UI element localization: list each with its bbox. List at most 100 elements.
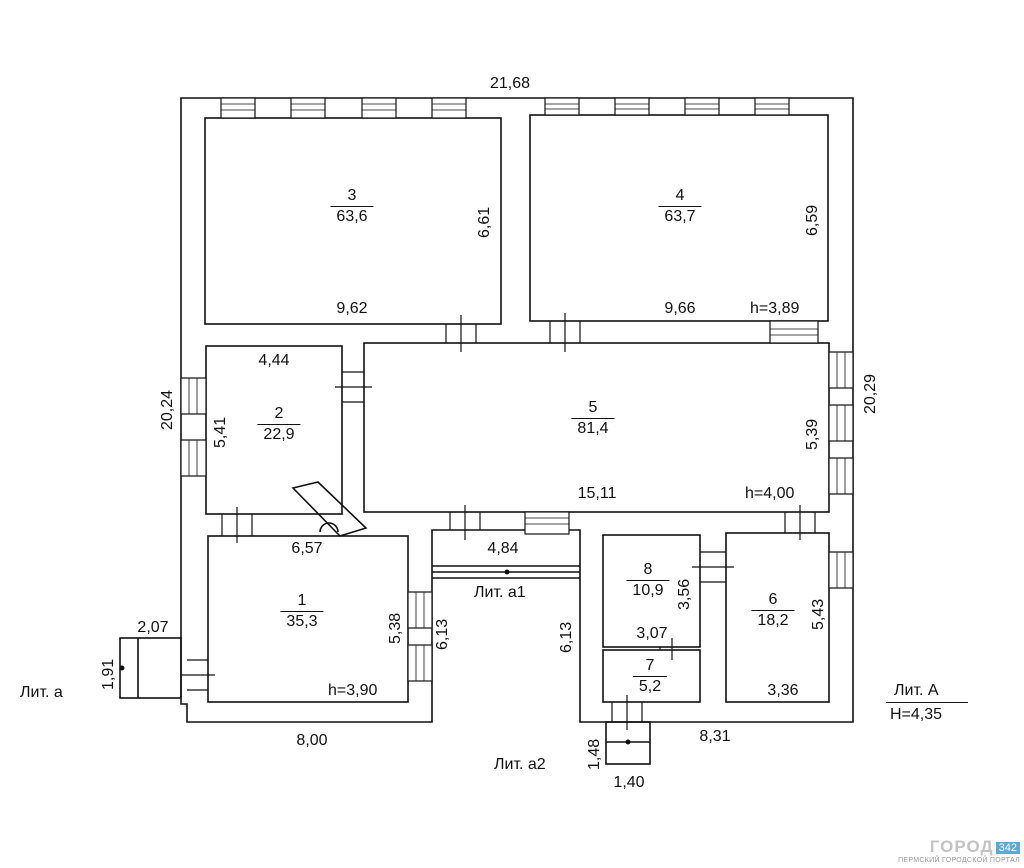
dim-bottom-right: 8,31 (699, 728, 731, 745)
dim-a1-side: 6,13 (558, 621, 575, 653)
room-4-label: 4 63,7 (658, 186, 702, 227)
room-number: 6 (768, 591, 778, 608)
dim-r5-h: h=4,00 (745, 485, 795, 502)
dim-porch-a2-depth: 1,48 (586, 738, 603, 770)
room-area: 10,9 (626, 580, 670, 601)
room-number: 7 (645, 657, 655, 674)
dim-bottom-left: 8,00 (296, 732, 328, 749)
door (449, 505, 481, 540)
room-7-outline (602, 649, 701, 703)
room-8-label: 8 10,9 (626, 560, 670, 601)
room-area: 5,2 (632, 676, 668, 697)
room-4-outline (529, 114, 829, 322)
window (684, 97, 720, 116)
window (180, 377, 207, 415)
dim-r4-h: h=3,89 (750, 300, 800, 317)
door (221, 507, 253, 543)
dim-r2-height: 5,41 (212, 416, 229, 448)
dim-right-length: 20,29 (862, 373, 879, 414)
dim-total-width: 21,68 (489, 75, 531, 92)
dim-r4-width: 9,66 (664, 300, 696, 317)
window (828, 551, 854, 589)
room-number: 5 (588, 399, 598, 416)
watermark-tagline: ПЕРМСКИЙ ГОРОДСКОЙ ПОРТАЛ (898, 857, 1020, 864)
window (828, 404, 854, 442)
dim-porch-a-depth: 1,91 (100, 658, 117, 690)
dim-r4-height: 6,59 (804, 204, 821, 236)
door (335, 371, 372, 403)
dim-r7-width: 3,07 (636, 625, 668, 642)
porch-a2 (605, 721, 651, 765)
room-6-label: 6 18,2 (751, 590, 795, 631)
label-lit-A: Лит. А (894, 682, 939, 699)
window (544, 97, 580, 116)
label-height-A: Н=4,35 (890, 706, 943, 723)
dim-porch-a-width: 2,07 (137, 619, 169, 636)
window (220, 97, 256, 119)
dim-r1-width: 6,57 (291, 540, 323, 557)
door (549, 313, 581, 352)
dim-a1-width: 4,84 (487, 540, 519, 557)
room-number: 3 (347, 187, 357, 204)
room-8-outline (602, 534, 701, 648)
dim-r2-width: 4,44 (258, 352, 290, 369)
window (361, 97, 397, 119)
dim-r3-width: 9,62 (336, 300, 368, 317)
door (659, 638, 673, 660)
room-1-label: 1 35,3 (280, 591, 324, 632)
room-area: 35,3 (280, 611, 324, 632)
door (445, 315, 477, 352)
window (524, 511, 570, 535)
dim-left-length: 20,24 (159, 389, 176, 430)
window (180, 439, 207, 477)
room-3-outline (204, 117, 502, 325)
lit-A-underline (886, 702, 968, 703)
window (290, 97, 326, 119)
dim-r3-height: 6,61 (476, 206, 493, 238)
window (431, 97, 467, 119)
label-lit-a1: Лит. а1 (474, 584, 526, 601)
dim-r1-h: h=3,90 (328, 682, 378, 699)
room-number: 2 (274, 405, 284, 422)
room-area: 81,4 (571, 418, 615, 439)
door (692, 551, 734, 583)
dim-porch-a2-width: 1,40 (613, 774, 645, 791)
window (828, 457, 854, 495)
porch-a (119, 637, 182, 699)
dim-r5-height: 5,39 (804, 418, 821, 450)
dim-r6-height: 5,43 (810, 598, 827, 630)
room-area: 63,7 (658, 206, 702, 227)
room-5-label: 5 81,4 (571, 398, 615, 439)
dim-r6-width: 3,36 (767, 682, 799, 699)
label-lit-a2: Лит. а2 (494, 756, 546, 773)
window (769, 320, 819, 344)
label-lit-a: Лит. а (20, 684, 63, 701)
room-area: 22,9 (257, 424, 301, 445)
stair (291, 481, 368, 537)
window (407, 644, 433, 682)
dim-r1-side: 6,13 (434, 618, 451, 650)
dim-r5-width: 15,11 (577, 485, 617, 502)
watermark-number: 342 (995, 841, 1020, 854)
door (784, 505, 816, 540)
room-area: 18,2 (751, 610, 795, 631)
room-3-label: 3 63,6 (330, 186, 374, 227)
room-6-outline (725, 532, 830, 703)
dim-r1-height: 5,38 (387, 612, 404, 644)
window (407, 591, 433, 629)
room-area: 63,6 (330, 206, 374, 227)
room-number: 1 (297, 592, 307, 609)
room-number: 4 (675, 187, 685, 204)
room-7-label: 7 5,2 (632, 656, 668, 697)
room-2-label: 2 22,9 (257, 404, 301, 445)
door (180, 659, 215, 691)
window (754, 97, 790, 116)
watermark-brand: ГОРОД (929, 837, 994, 856)
dim-r8-height: 3,56 (676, 578, 693, 610)
window (828, 351, 854, 389)
window (614, 97, 650, 116)
door (611, 695, 643, 730)
outer-wall (180, 97, 854, 723)
